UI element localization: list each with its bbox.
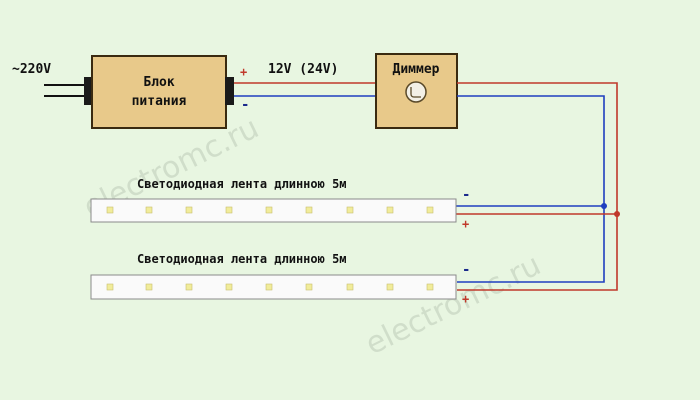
psu-output-terminal	[225, 77, 234, 105]
dimmer-label: Диммер	[393, 62, 440, 77]
strip1-leds	[106, 206, 434, 214]
strip1-plus-sign: +	[462, 217, 469, 231]
led-chip	[426, 283, 434, 291]
strip2-leds	[106, 283, 434, 291]
psu-input-terminal	[84, 77, 93, 105]
led-chip	[225, 283, 233, 291]
input-voltage-label: ~220V	[12, 62, 51, 77]
led-chip	[145, 206, 153, 214]
strip1-negative-junction	[601, 203, 607, 209]
watermark-2: electromc.ru	[360, 247, 546, 362]
led-chip	[386, 206, 394, 214]
led-chip	[386, 283, 394, 291]
led-chip	[265, 206, 273, 214]
led-chip	[145, 283, 153, 291]
led-chip	[225, 206, 233, 214]
led-chip	[426, 206, 434, 214]
led-chip	[185, 206, 193, 214]
strip1-minus-sign: -	[462, 187, 470, 203]
led-strip-1	[90, 198, 457, 223]
led-chip	[106, 283, 114, 291]
led-chip	[185, 283, 193, 291]
bus-negative-wire	[457, 95, 605, 283]
strip2-minus-sign: -	[462, 262, 470, 278]
output-voltage-label: 12V (24V)	[268, 62, 338, 77]
led-chip	[305, 283, 313, 291]
led-chip	[265, 283, 273, 291]
psu-minus-sign: -	[241, 97, 249, 113]
strip1-label: Светодиодная лента длинною 5м	[137, 177, 347, 191]
power-supply-box	[91, 55, 227, 129]
knob-icon	[405, 81, 427, 103]
psu-plus-sign: +	[240, 65, 247, 79]
strip2-label: Светодиодная лента длинною 5м	[137, 252, 347, 266]
bus-positive-wire	[457, 82, 618, 291]
led-chip	[106, 206, 114, 214]
strip2-plus-sign: +	[462, 292, 469, 306]
power-supply-label-1: Блок	[143, 75, 174, 90]
led-chip	[346, 206, 354, 214]
strip1-positive-junction	[614, 211, 620, 217]
led-chip	[305, 206, 313, 214]
power-supply-label-2: питания	[132, 94, 187, 109]
led-chip	[346, 283, 354, 291]
